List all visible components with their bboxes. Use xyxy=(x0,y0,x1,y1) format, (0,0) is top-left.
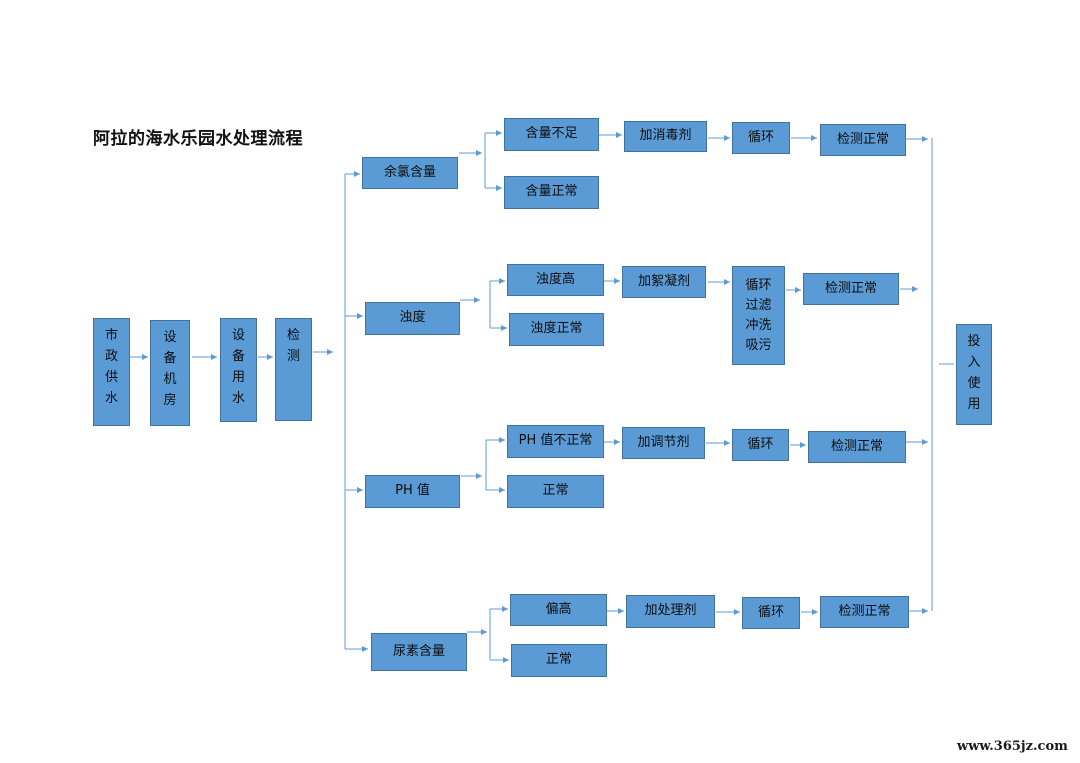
add-flocculant-box: 加絮凝剂 xyxy=(622,266,706,298)
urea-normal-box: 正常 xyxy=(511,644,607,677)
add-regulator-box: 加调节剂 xyxy=(622,427,705,459)
circulate-box: 循环 xyxy=(742,597,800,629)
ph-box: PH 值 xyxy=(365,475,460,508)
check-normal-box: 检测正常 xyxy=(808,431,906,463)
equipment-room-box: 设备机房 xyxy=(150,320,190,426)
page-title: 阿拉的海水乐园水处理流程 xyxy=(93,129,303,149)
check-normal-box: 检测正常 xyxy=(820,596,909,628)
turbidity-high-box: 浊度高 xyxy=(507,264,604,296)
municipal-supply-box: 市政供水 xyxy=(93,318,130,426)
watermark-text: www.365jz.com xyxy=(957,739,1068,754)
turbidity-normal-box: 浊度正常 xyxy=(509,313,604,346)
circulate-filter-box: 循环过滤冲洗吸污 xyxy=(732,266,785,365)
equipment-water-box: 设备用水 xyxy=(220,318,257,422)
chlorine-normal-box: 含量正常 xyxy=(504,176,599,209)
ph-normal-box: 正常 xyxy=(507,475,604,508)
ph-abnormal-box: PH 值不正常 xyxy=(507,425,604,458)
inspection-box: 检测 xyxy=(275,318,312,421)
circulate-box: 循环 xyxy=(732,122,790,154)
chlorine-abnormal-box: 含量不足 xyxy=(504,118,599,151)
chlorine-box: 余氯含量 xyxy=(362,157,458,189)
check-normal-box: 检测正常 xyxy=(803,273,899,305)
circulate-box: 循环 xyxy=(732,429,789,461)
add-disinfectant-box: 加消毒剂 xyxy=(624,121,707,152)
urea-high-box: 偏高 xyxy=(510,594,607,626)
turbidity-box: 浊度 xyxy=(365,302,460,335)
add-treatment-agent-box: 加处理剂 xyxy=(626,595,715,628)
check-normal-box: 检测正常 xyxy=(820,124,906,156)
put-into-use-box: 投入使用 xyxy=(956,324,992,425)
urea-box: 尿素含量 xyxy=(371,633,467,671)
